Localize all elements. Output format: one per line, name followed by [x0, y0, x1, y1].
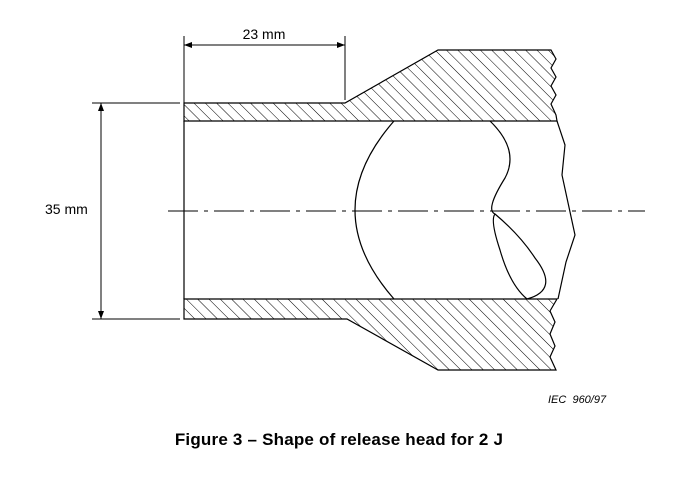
lower-wall-section — [183, 298, 559, 371]
width-arrow-right — [337, 42, 345, 48]
figure-caption: Figure 3 – Shape of release head for 2 J — [174, 430, 504, 449]
height-arrow-bottom — [98, 311, 104, 319]
figure-reference-number: IEC 960/97 — [548, 394, 607, 406]
height-dimension-label: 35 mm — [45, 201, 88, 217]
spherical-surface-arc — [354, 120, 395, 300]
upper-wall-section — [183, 49, 558, 122]
width-dimension-label: 23 mm — [243, 26, 286, 42]
width-arrow-left — [184, 42, 192, 48]
right-break-edge — [556, 120, 576, 300]
height-arrow-top — [98, 103, 104, 111]
break-line — [489, 120, 547, 300]
